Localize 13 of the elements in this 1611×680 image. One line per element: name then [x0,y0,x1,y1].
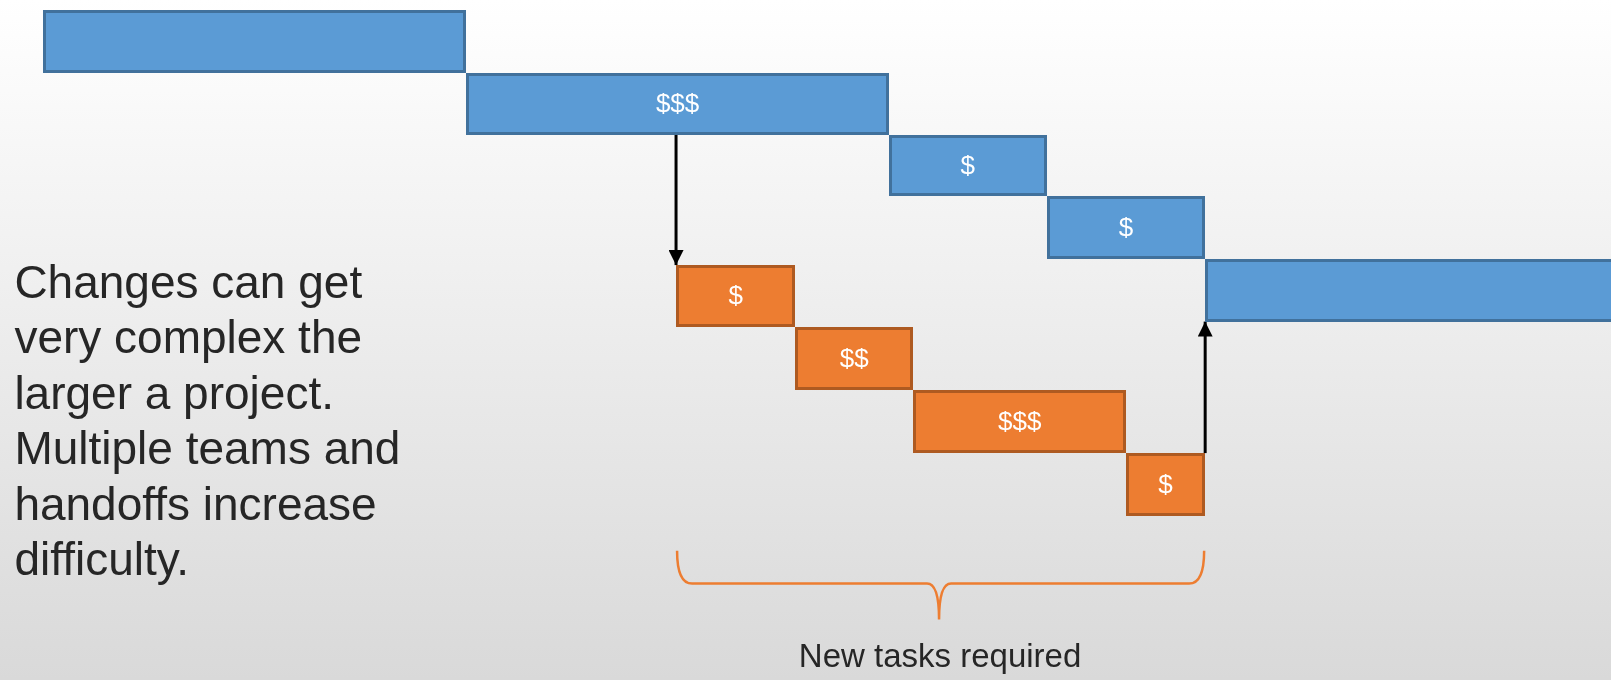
task-bar: $ [1046,196,1206,259]
task-bar: $ [1126,453,1206,516]
bracket-label: New tasks required [797,635,1083,676]
task-bar: $$ [795,326,914,391]
arrow [668,134,684,266]
arrow [1197,321,1213,454]
description-text: Changes can get very complex the larger a project. Multiple teams and handoffs increase difficulty. [14,254,402,588]
task-bar: $ [676,265,796,327]
task-bar [43,10,467,73]
task-bar: $$$ [913,390,1127,454]
task-bar: $$$ [466,72,889,135]
task-bar [1205,258,1611,322]
task-bar: $ [888,134,1047,197]
